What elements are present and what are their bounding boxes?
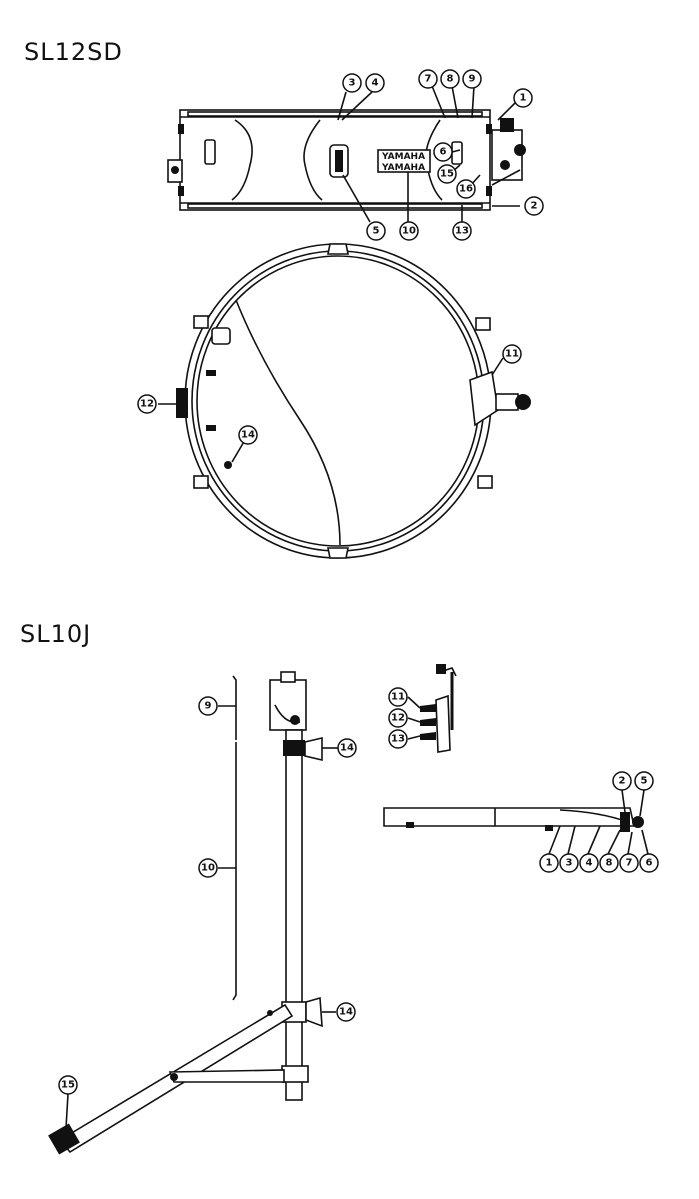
callout-2: 2 [531,201,538,212]
callout-12: 12 [140,399,154,410]
callout-16: 16 [459,184,473,195]
callout-13: 13 [391,734,405,745]
stand-callouts: 9 10 14 14 15 [58,696,357,1095]
callout-8: 8 [447,74,454,85]
callout-12: 12 [391,713,405,724]
callout-4: 4 [372,78,379,89]
arm-detail [383,789,649,855]
callout-10: 10 [201,863,215,874]
brand-badge: YAMAHA [381,152,425,162]
model-title-sl12sd: SL12SD [24,38,123,66]
callout-6: 6 [440,147,447,158]
callout-11: 11 [505,349,519,360]
brand-badge-2: YAMAHA [381,163,425,173]
callout-3: 3 [566,858,573,869]
callout-4: 4 [586,858,593,869]
callout-6: 6 [646,858,653,869]
snare-drum-side-view: YAMAHA YAMAHA [167,85,526,223]
snare-top-callouts: 11 12 14 [137,344,522,445]
callout-8: 8 [606,858,613,869]
callout-15: 15 [61,1080,75,1091]
callout-3: 3 [349,78,356,89]
callout-1: 1 [520,93,527,104]
callout-11: 11 [391,692,405,703]
callout-13: 13 [455,226,469,237]
callout-9: 9 [205,701,212,712]
clamp-callouts: 11 12 13 [388,687,408,749]
snare-stand [48,671,338,1155]
callout-14: 14 [340,743,354,754]
arm-callouts: 2 5 1 3 4 8 7 6 [539,771,659,873]
snare-callouts: 3 4 7 8 9 1 2 6 15 16 5 10 13 [342,69,544,241]
snare-drum-top-view [158,243,531,559]
callout-9: 9 [469,74,476,85]
model-title-sl10j: SL10J [20,620,92,648]
callout-1: 1 [546,858,553,869]
callout-15: 15 [440,169,454,180]
clamp-detail [407,664,457,753]
callout-5: 5 [641,776,648,787]
callout-14b: 14 [339,1007,353,1018]
callout-7: 7 [626,858,633,869]
callout-10: 10 [402,226,416,237]
callout-14: 14 [241,430,255,441]
callout-7: 7 [425,74,432,85]
callout-5: 5 [373,226,380,237]
callout-2: 2 [619,776,626,787]
